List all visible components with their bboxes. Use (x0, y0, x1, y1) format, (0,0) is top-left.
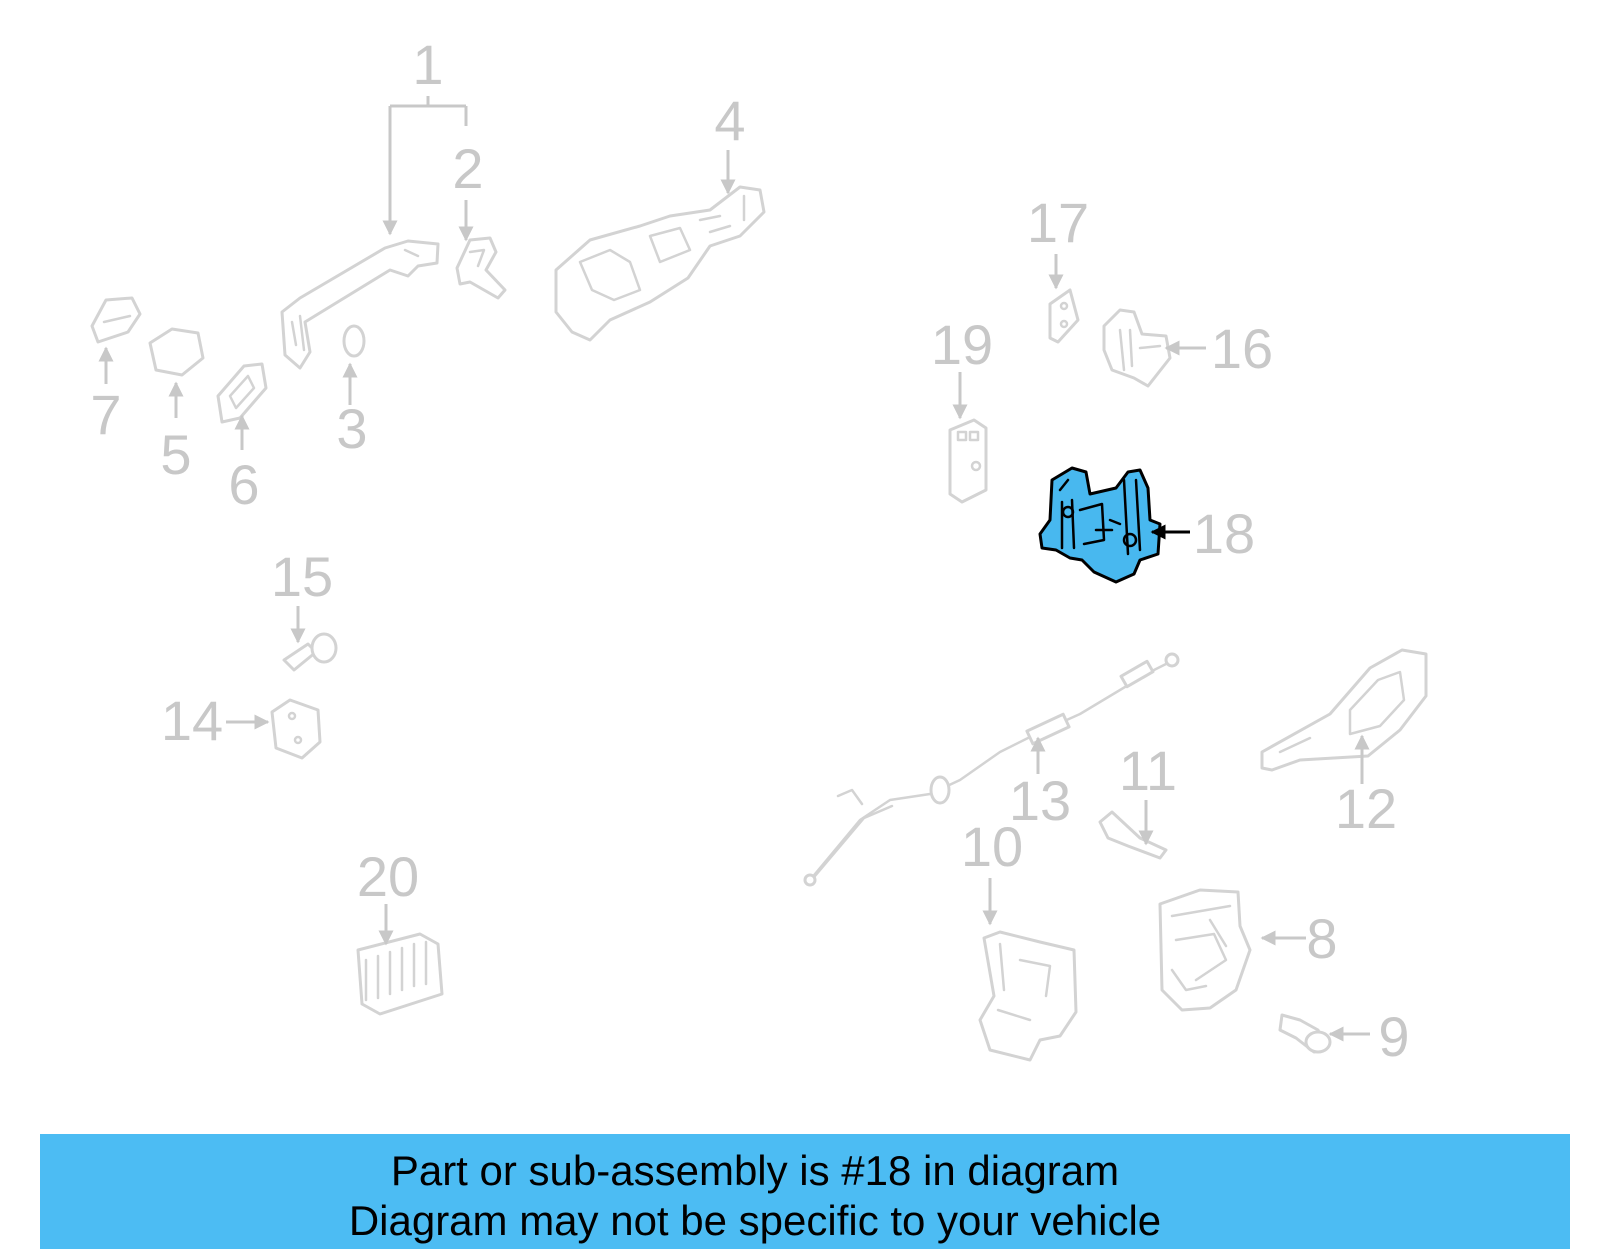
part-11-clip (1098, 810, 1168, 860)
callout-15: 15 (271, 545, 333, 608)
callout-4: 4 (714, 89, 745, 152)
part-16-hinge (1102, 308, 1172, 388)
part-12-inside-handle (1260, 648, 1428, 772)
part-5-cap (148, 327, 205, 377)
part-7-cover (90, 296, 142, 344)
part-3-ring (342, 324, 366, 358)
callout-18: 18 (1193, 502, 1255, 565)
callout-7: 7 (90, 383, 121, 446)
part-9-bolt (1278, 1013, 1332, 1054)
part-1-outer-handle (280, 239, 440, 370)
part-15-screw (282, 632, 338, 672)
part-8-lock-actuator (1158, 888, 1252, 1012)
part-19-shim (948, 418, 988, 504)
part-10-bracket (978, 930, 1078, 1062)
part-2-clip (455, 236, 507, 300)
part-18-hinge-highlighted[interactable] (1038, 466, 1162, 584)
callout-17: 17 (1027, 191, 1089, 254)
part-6-gasket (216, 362, 268, 424)
part-4-handle-bracket (554, 185, 766, 342)
banner-line-part: Part or sub-assembly is #18 in diagram (390, 1147, 1120, 1194)
callout-11: 11 (1119, 739, 1177, 802)
callout-19: 19 (931, 313, 993, 376)
callout-13: 13 (1009, 769, 1071, 832)
banner-line-disclaimer: Diagram may not be specific to your vehi… (348, 1197, 1162, 1244)
callout-6: 6 (228, 453, 259, 516)
part-17-shim (1048, 288, 1080, 344)
callout-10: 10 (961, 815, 1023, 878)
callout-1: 1 (412, 33, 443, 96)
part-14-bumper (270, 698, 322, 760)
leader-lines (98, 96, 1370, 1042)
callout-16: 16 (1211, 317, 1273, 380)
part-13-cable (803, 652, 1180, 887)
callout-5: 5 (160, 423, 191, 486)
part-20-boot (356, 932, 444, 1016)
callout-14: 14 (161, 689, 223, 752)
callout-20: 20 (357, 845, 419, 908)
callout-12: 12 (1335, 777, 1397, 840)
info-banner: Part or sub-assembly is #18 in diagram D… (40, 1134, 1570, 1249)
callout-9: 9 (1378, 1005, 1409, 1068)
callout-3: 3 (336, 397, 367, 460)
callout-8: 8 (1306, 907, 1337, 970)
callout-2: 2 (452, 137, 483, 200)
callout-labels: 1 2 3 4 5 6 7 8 9 10 11 12 13 14 15 16 1… (90, 33, 1409, 1068)
